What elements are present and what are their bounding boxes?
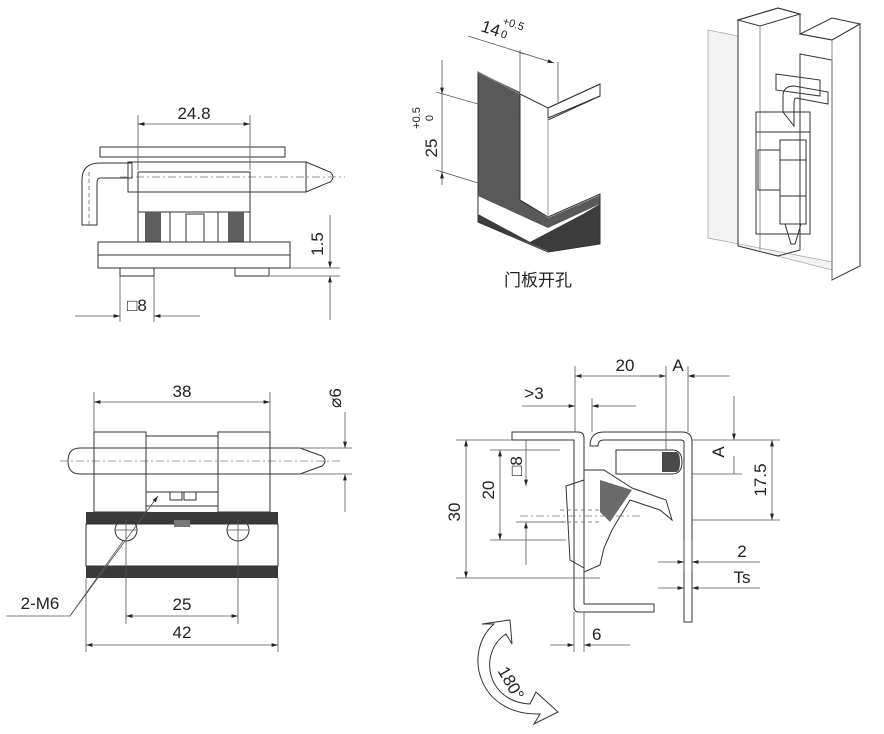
dim-24-8: 24.8: [177, 104, 210, 123]
dim-ts: Ts: [734, 568, 751, 587]
dim-20-side: 20: [479, 481, 498, 500]
dim-a-top: A: [672, 356, 684, 375]
dim-2m6: 2-M6: [21, 594, 60, 613]
door-cutout: 14 +0.5 0 25 +0.5 0 门板开孔: [411, 15, 601, 291]
dim-25-tol-up: +0.5: [411, 107, 423, 129]
isometric-view: [707, 7, 862, 281]
dim-gt3: >3: [524, 384, 543, 403]
front-view: 38 ⌀6 2-M6 25 42: [6, 382, 352, 652]
rotation-180-arrow: 180°: [477, 619, 559, 726]
dim-30: 30: [445, 503, 464, 522]
dim-38: 38: [173, 382, 192, 401]
dim-1-5: 1.5: [308, 232, 327, 256]
dim-14: 14: [479, 17, 503, 41]
dim-a-side: A: [709, 446, 728, 458]
dim-phi6: ⌀6: [326, 388, 345, 408]
dim-42: 42: [173, 623, 192, 642]
dim-sq8-side: □8: [507, 456, 526, 476]
top-view: 24.8 1.5 □8: [75, 104, 345, 322]
dim-14-tol-low: 0: [499, 28, 509, 41]
dim-6: 6: [592, 625, 601, 644]
dim-25-front: 25: [173, 595, 192, 614]
dim-sq8-top: □8: [127, 296, 147, 315]
dim-25-door: 25: [422, 139, 441, 158]
dim-2: 2: [737, 542, 746, 561]
side-view: 20 A >3 30 20 □8 A 17.5: [445, 356, 780, 726]
dim-25-tol-low: 0: [424, 115, 436, 121]
dim-180: 180°: [494, 663, 528, 703]
door-cutout-caption: 门板开孔: [504, 271, 572, 291]
dim-20-top: 20: [616, 356, 635, 375]
dim-17-5: 17.5: [751, 463, 770, 496]
